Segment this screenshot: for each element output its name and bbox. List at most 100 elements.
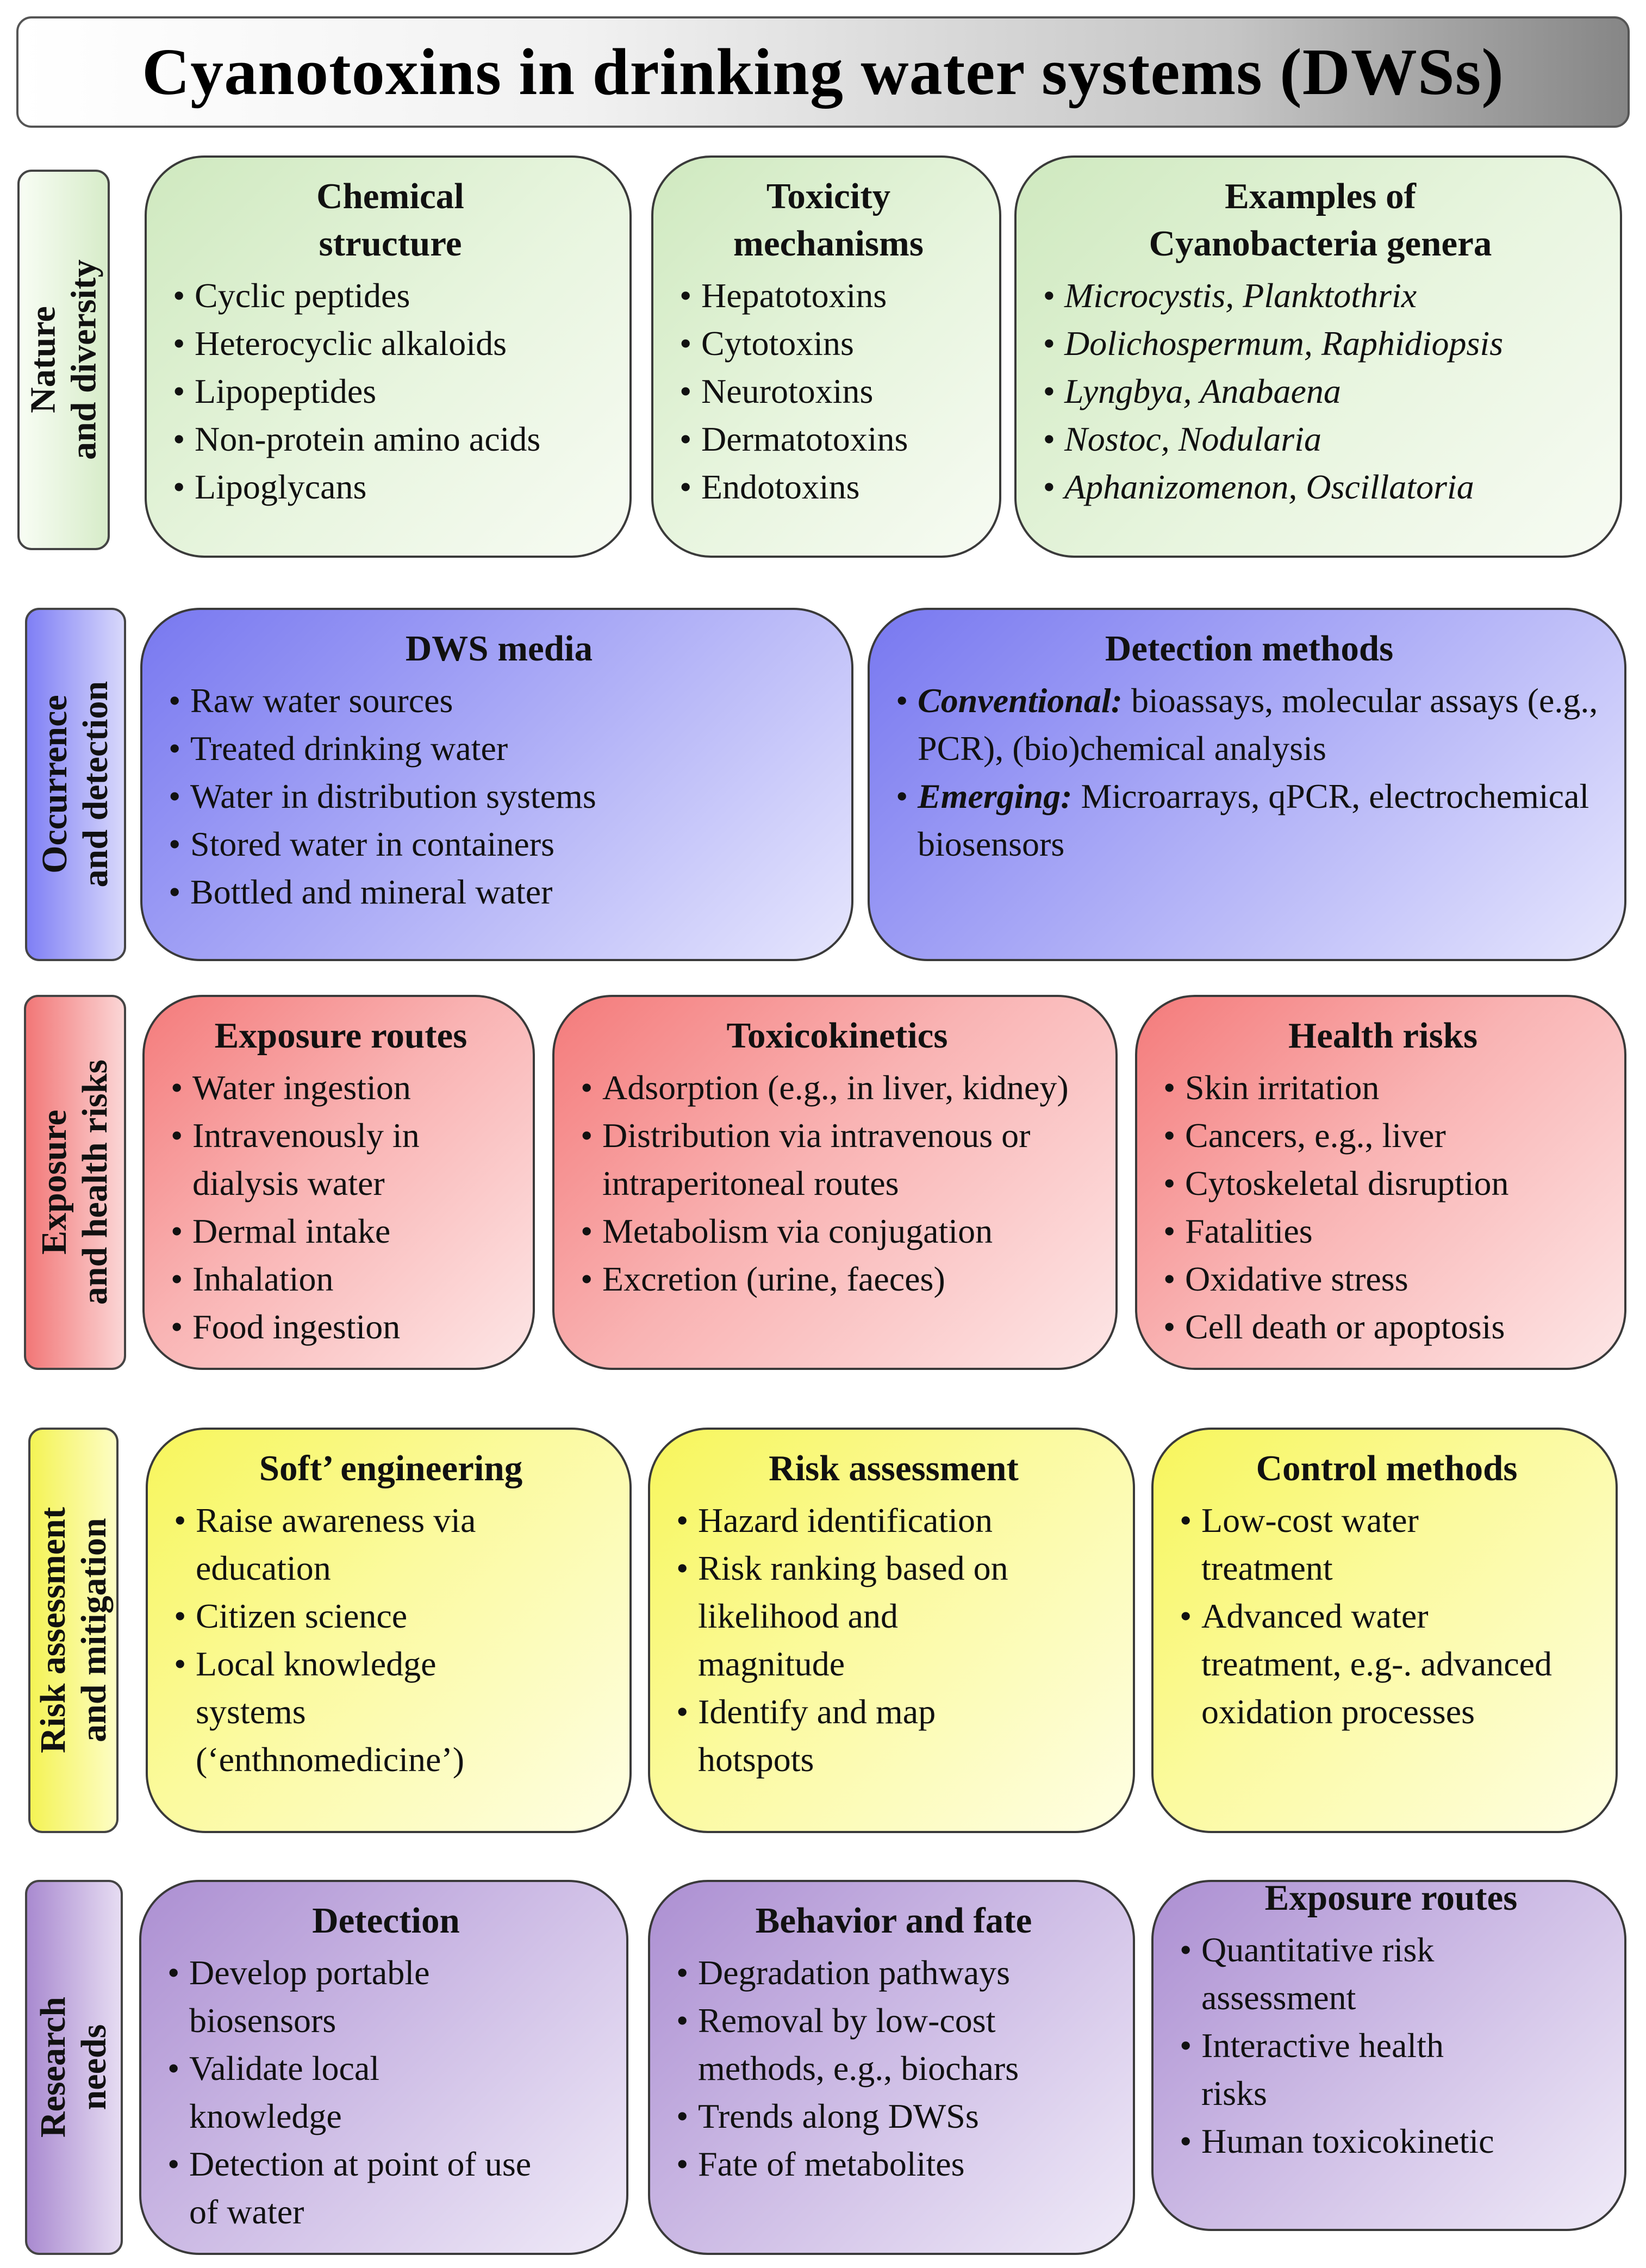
row-label-line: and detection xyxy=(76,681,115,888)
box-title: Risk assessment xyxy=(769,1448,1019,1488)
list-item: Stored water in containers xyxy=(169,820,830,868)
list-item: Interactive health risks xyxy=(1180,2022,1603,2117)
box-dws-media: DWS media Raw water sources Treated drin… xyxy=(140,608,853,961)
row-label-line: Occurrence xyxy=(35,695,75,874)
list-item: Citizen science xyxy=(174,1592,608,1640)
row-label-line: and diversity xyxy=(64,259,104,460)
box-health-risks: Health risks Skin irritation Cancers, e.… xyxy=(1135,995,1626,1370)
list-item: Nostoc, Nodularia xyxy=(1043,415,1598,463)
box-exposure-routes: Exposure routes Water ingestion Intraven… xyxy=(142,995,535,1370)
list-item: Lipopeptides xyxy=(173,367,608,415)
list-item: Conventional: bioassays, molecular assay… xyxy=(896,677,1603,772)
row-label-risk-mitigation: Risk assessment and mitigation xyxy=(28,1428,119,1833)
list-item: Raw water sources xyxy=(169,677,830,725)
list-item: Lipoglycans xyxy=(173,463,608,511)
list-item: Lyngbya, Anabaena xyxy=(1043,367,1598,415)
list-item: Cytoskeletal disruption xyxy=(1163,1160,1603,1207)
box-title: Detection xyxy=(312,1901,460,1941)
list-item: Aphanizomenon, Oscillatoria xyxy=(1043,463,1598,511)
box-control-methods: Control methods Low-cost water treatment… xyxy=(1151,1428,1618,1833)
box-risk-assessment: Risk assessment Hazard identification Ri… xyxy=(648,1428,1135,1833)
list-item: Food ingestion xyxy=(171,1303,511,1351)
box-behavior-fate: Behavior and fate Degradation pathways R… xyxy=(648,1880,1135,2255)
list-item: Oxidative stress xyxy=(1163,1255,1603,1303)
box-title: Soft’ engineering xyxy=(259,1448,523,1488)
list-item: Trends along DWSs xyxy=(676,2092,1111,2140)
list-item: Degradation pathways xyxy=(676,1949,1111,1997)
box-research-exposure-routes: Exposure routes Quantitative risk assess… xyxy=(1151,1880,1626,2231)
list-item: Metabolism via conjugation xyxy=(581,1207,1094,1255)
list-item: Hepatotoxins xyxy=(679,272,977,320)
row-label-nature-diversity: Nature and diversity xyxy=(17,170,110,550)
list-item: Hazard identification xyxy=(676,1497,1111,1544)
row-label-line: and health risks xyxy=(75,1060,115,1305)
box-soft-engineering: Soft’ engineering Raise awareness via ed… xyxy=(146,1428,632,1833)
list-item: Fatalities xyxy=(1163,1207,1603,1255)
list-item: Risk ranking based on likelihood and mag… xyxy=(676,1544,1111,1688)
list-item: Microcystis, Planktothrix xyxy=(1043,272,1598,320)
list-item: Cyclic peptides xyxy=(173,272,608,320)
list-item: Skin irritation xyxy=(1163,1064,1603,1112)
box-title: Exposure routes xyxy=(1264,1880,1518,1918)
row-label-line: Nature xyxy=(23,306,63,414)
item-list: Degradation pathways Removal by low-cost… xyxy=(676,1949,1111,2188)
list-item: Emerging: Microarrays, qPCR, electrochem… xyxy=(896,772,1603,868)
box-title: Control methods xyxy=(1256,1448,1518,1488)
list-item: Human toxicokinetic xyxy=(1180,2117,1603,2165)
box-title: DWS media xyxy=(405,628,593,669)
box-research-detection: Detection Develop portable biosensors Va… xyxy=(139,1880,628,2255)
item-list: Develop portable biosensors Validate loc… xyxy=(167,1949,604,2236)
row-label-exposure-health: Exposure and health risks xyxy=(24,995,126,1370)
box-title: Toxicokinetics xyxy=(726,1015,948,1056)
item-list: Hepatotoxins Cytotoxins Neurotoxins Derm… xyxy=(679,272,977,511)
item-list: Hazard identification Risk ranking based… xyxy=(676,1497,1111,1784)
box-title: Detection methods xyxy=(1105,628,1394,669)
list-item: Excretion (urine, faeces) xyxy=(581,1255,1094,1303)
list-item: Local knowledge systems (‘enthnomedicine… xyxy=(174,1640,608,1784)
list-item: Bottled and mineral water xyxy=(169,868,830,916)
item-list: Adsorption (e.g., in liver, kidney) Dist… xyxy=(581,1064,1094,1303)
list-item: Water in distribution systems xyxy=(169,772,830,820)
list-item: Heterocyclic alkaloids xyxy=(173,320,608,367)
item-list: Quantitative risk assessment Interactive… xyxy=(1180,1926,1603,2165)
list-item: Dolichospermum, Raphidiopsis xyxy=(1043,320,1598,367)
list-item: Removal by low-cost methods, e.g., bioch… xyxy=(676,1997,1111,2092)
list-item: Adsorption (e.g., in liver, kidney) xyxy=(581,1064,1094,1112)
box-title: Health risks xyxy=(1288,1015,1478,1056)
list-item: Detection at point of use of water xyxy=(167,2140,604,2236)
box-detection-methods: Detection methods Conventional: bioassay… xyxy=(868,608,1626,961)
list-item: Dermal intake xyxy=(171,1207,511,1255)
list-item: Raise awareness via education xyxy=(174,1497,608,1592)
list-item: Identify and map hotspots xyxy=(676,1688,1111,1784)
row-label-line: Exposure xyxy=(34,1110,74,1255)
row-label-line: and mitigation xyxy=(73,1518,114,1743)
row-label-occurrence-detection: Occurrence and detection xyxy=(25,608,126,961)
list-item: Treated drinking water xyxy=(169,725,830,772)
diagram-title: Cyanotoxins in drinking water systems (D… xyxy=(142,35,1504,109)
list-item: Neurotoxins xyxy=(679,367,977,415)
list-item: Fate of metabolites xyxy=(676,2140,1111,2188)
list-item: Water ingestion xyxy=(171,1064,511,1112)
row-label-research-needs: Research needs xyxy=(25,1880,123,2255)
box-title: Behavior and fate xyxy=(755,1901,1032,1941)
item-list: Cyclic peptides Heterocyclic alkaloids L… xyxy=(173,272,608,511)
list-item: Endotoxins xyxy=(679,463,977,511)
list-item: Validate local knowledge xyxy=(167,2045,604,2140)
list-item: Inhalation xyxy=(171,1255,511,1303)
item-list: Raw water sources Treated drinking water… xyxy=(169,677,830,916)
list-item: Advanced water treatment, e.g-. advanced… xyxy=(1180,1592,1594,1736)
item-list: Raise awareness via education Citizen sc… xyxy=(174,1497,608,1784)
item-list: Microcystis, Planktothrix Dolichospermum… xyxy=(1043,272,1598,511)
box-toxicokinetics: Toxicokinetics Adsorption (e.g., in live… xyxy=(552,995,1118,1370)
list-item: Cell death or apoptosis xyxy=(1163,1303,1603,1351)
list-item: Low-cost water treatment xyxy=(1180,1497,1594,1592)
box-title: Exposure routes xyxy=(214,1015,467,1056)
row-label-line: needs xyxy=(74,2024,114,2110)
item-list: Skin irritation Cancers, e.g., liver Cyt… xyxy=(1163,1064,1603,1351)
